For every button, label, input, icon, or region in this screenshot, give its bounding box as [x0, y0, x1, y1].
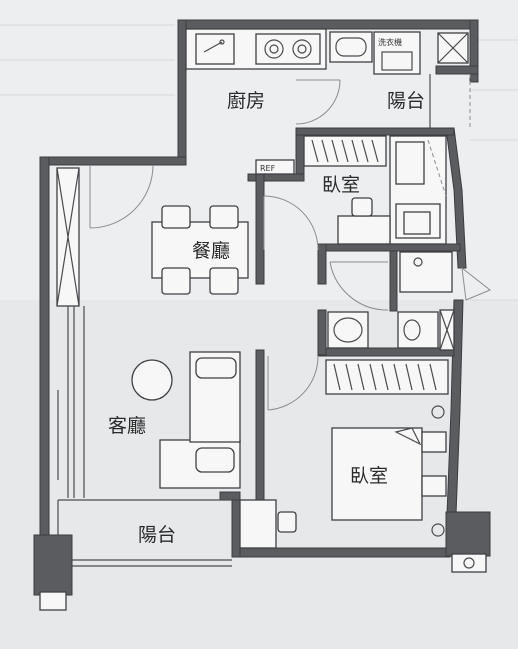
washer-label: 洗衣機	[378, 37, 402, 47]
fridge-label: REF	[260, 164, 276, 173]
dining-set	[151, 205, 249, 295]
chair-icon	[209, 205, 239, 229]
sink-icon	[195, 33, 235, 65]
balcony-bottom-label: 陽台	[138, 524, 176, 546]
bedroom-bottom-label: 臥室	[350, 465, 388, 487]
exterior-walls	[39, 19, 479, 558]
living-label: 客廳	[108, 415, 146, 437]
chair-icon	[209, 267, 239, 295]
bedroom-bottom-furniture	[239, 359, 449, 549]
living-furniture	[57, 351, 241, 489]
chair-icon	[161, 205, 191, 229]
background-grid	[0, 24, 518, 301]
laundry-area: 洗衣機	[329, 31, 469, 75]
chair-icon	[161, 267, 191, 295]
fridge: REF	[255, 159, 295, 175]
coffee-table	[131, 359, 173, 401]
kitchen-label: 廚房	[227, 89, 265, 112]
balcony-frames	[33, 74, 471, 611]
stove-icon	[255, 33, 321, 65]
bed	[331, 427, 423, 521]
left-window	[56, 167, 85, 498]
doors	[89, 79, 491, 411]
room-labels: 廚房 餐廳 客廳 臥室 臥室 陽台 陽台	[108, 89, 425, 546]
kitchen-counter	[185, 28, 327, 70]
bedroom-top-label: 臥室	[322, 174, 360, 196]
dining-label: 餐廳	[192, 240, 230, 262]
balcony-top-label: 陽台	[387, 90, 425, 112]
ac-unit	[451, 553, 487, 573]
bathroom-fixtures	[327, 251, 455, 351]
bedroom-top-furniture	[303, 135, 447, 245]
